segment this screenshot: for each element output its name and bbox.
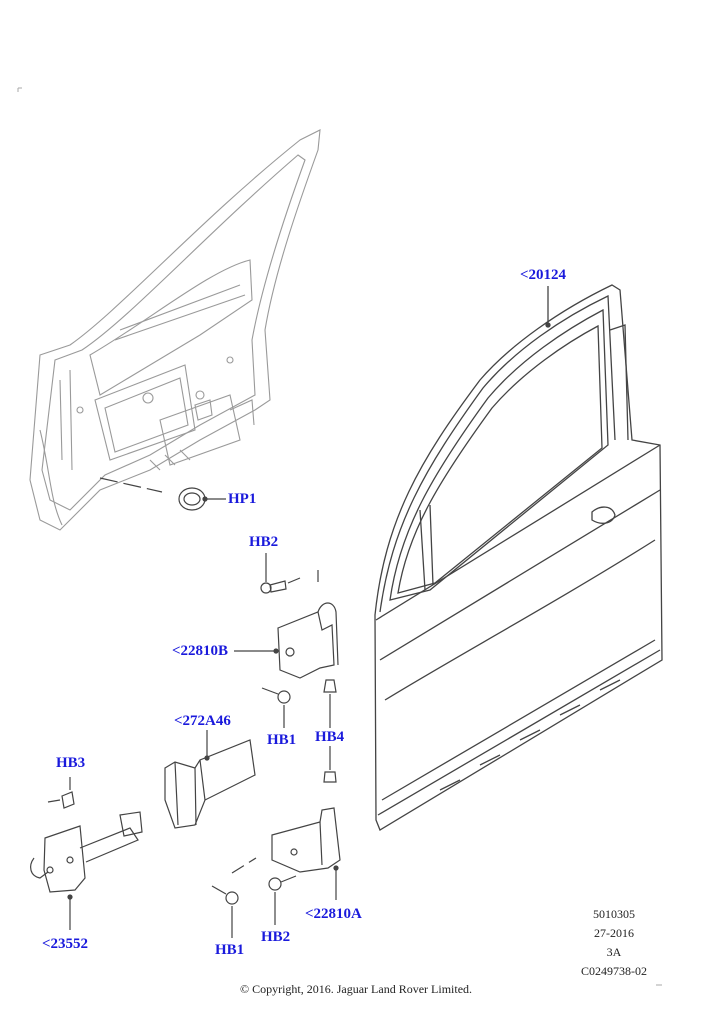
fasteners-upper: [261, 679, 337, 783]
lower-hinge-part: [231, 807, 341, 900]
callout-upper-hinge[interactable]: <22810B: [172, 643, 229, 659]
callout-door-shell[interactable]: <20124: [520, 267, 567, 283]
reference-number: 5010305: [593, 907, 635, 921]
callout-hb2-lower[interactable]: HB2: [261, 929, 291, 945]
callout-hb1-upper[interactable]: HB1: [267, 732, 297, 748]
copyright-notice: © Copyright, 2016. Jaguar Land Rover Lim…: [239, 982, 473, 996]
reference-date: 27-2016: [594, 926, 634, 940]
check-arm-bracket-part: [164, 730, 256, 829]
callout-check-arm-bracket[interactable]: <272A46: [174, 713, 231, 729]
callout-hb3[interactable]: HB3: [56, 755, 86, 771]
door-shell-part: [374, 284, 663, 831]
reference-code: C0249738-02: [581, 964, 647, 978]
upper-hinge-part: [234, 553, 339, 679]
callout-lower-hinge[interactable]: <22810A: [305, 906, 362, 922]
corner-marks: [17, 87, 662, 986]
inner-door-panel-ghost: [29, 129, 321, 531]
door-check-part: [30, 777, 143, 930]
callout-hb2-upper[interactable]: HB2: [249, 534, 279, 550]
reference-revision: 3A: [606, 945, 622, 959]
callout-hb1-lower[interactable]: HB1: [215, 942, 245, 958]
fasteners-lower: [211, 875, 297, 938]
callout-plug[interactable]: HP1: [228, 491, 257, 507]
plug-part: [99, 477, 226, 511]
callout-hb4[interactable]: HB4: [315, 729, 345, 745]
callout-door-check[interactable]: <23552: [42, 936, 89, 952]
